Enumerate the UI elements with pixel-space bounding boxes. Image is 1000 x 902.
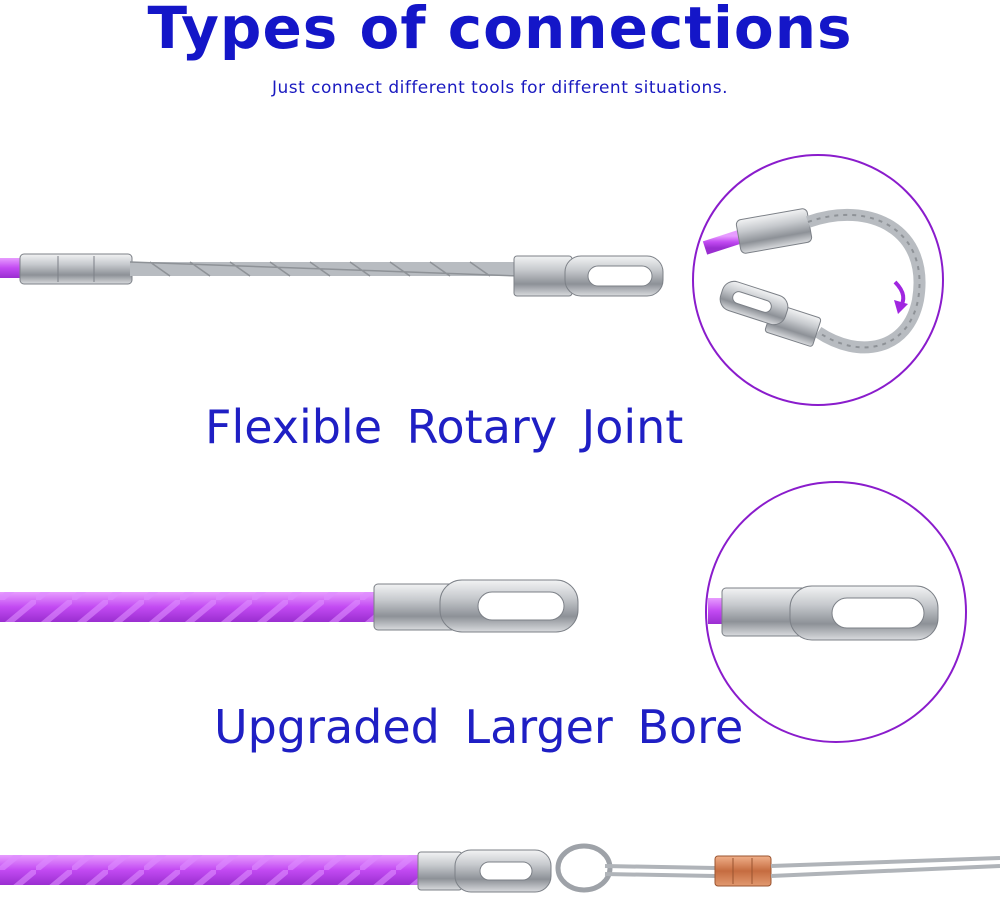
caption-flexible-rotary-joint: Flexible Rotary Joint <box>205 400 684 454</box>
flexible-joint-photo <box>0 253 664 297</box>
detail-circle-flexible <box>692 154 944 406</box>
caption-upgraded-larger-bore: Upgraded Larger Bore <box>214 700 744 754</box>
flexible-joint-detail <box>702 208 926 354</box>
ring-connection-photo <box>0 843 1000 893</box>
page-subtitle: Just connect different tools for differe… <box>271 78 729 98</box>
larger-bore-detail <box>708 585 939 641</box>
page-title: Types of connections <box>147 0 853 62</box>
larger-bore-photo <box>0 579 579 633</box>
